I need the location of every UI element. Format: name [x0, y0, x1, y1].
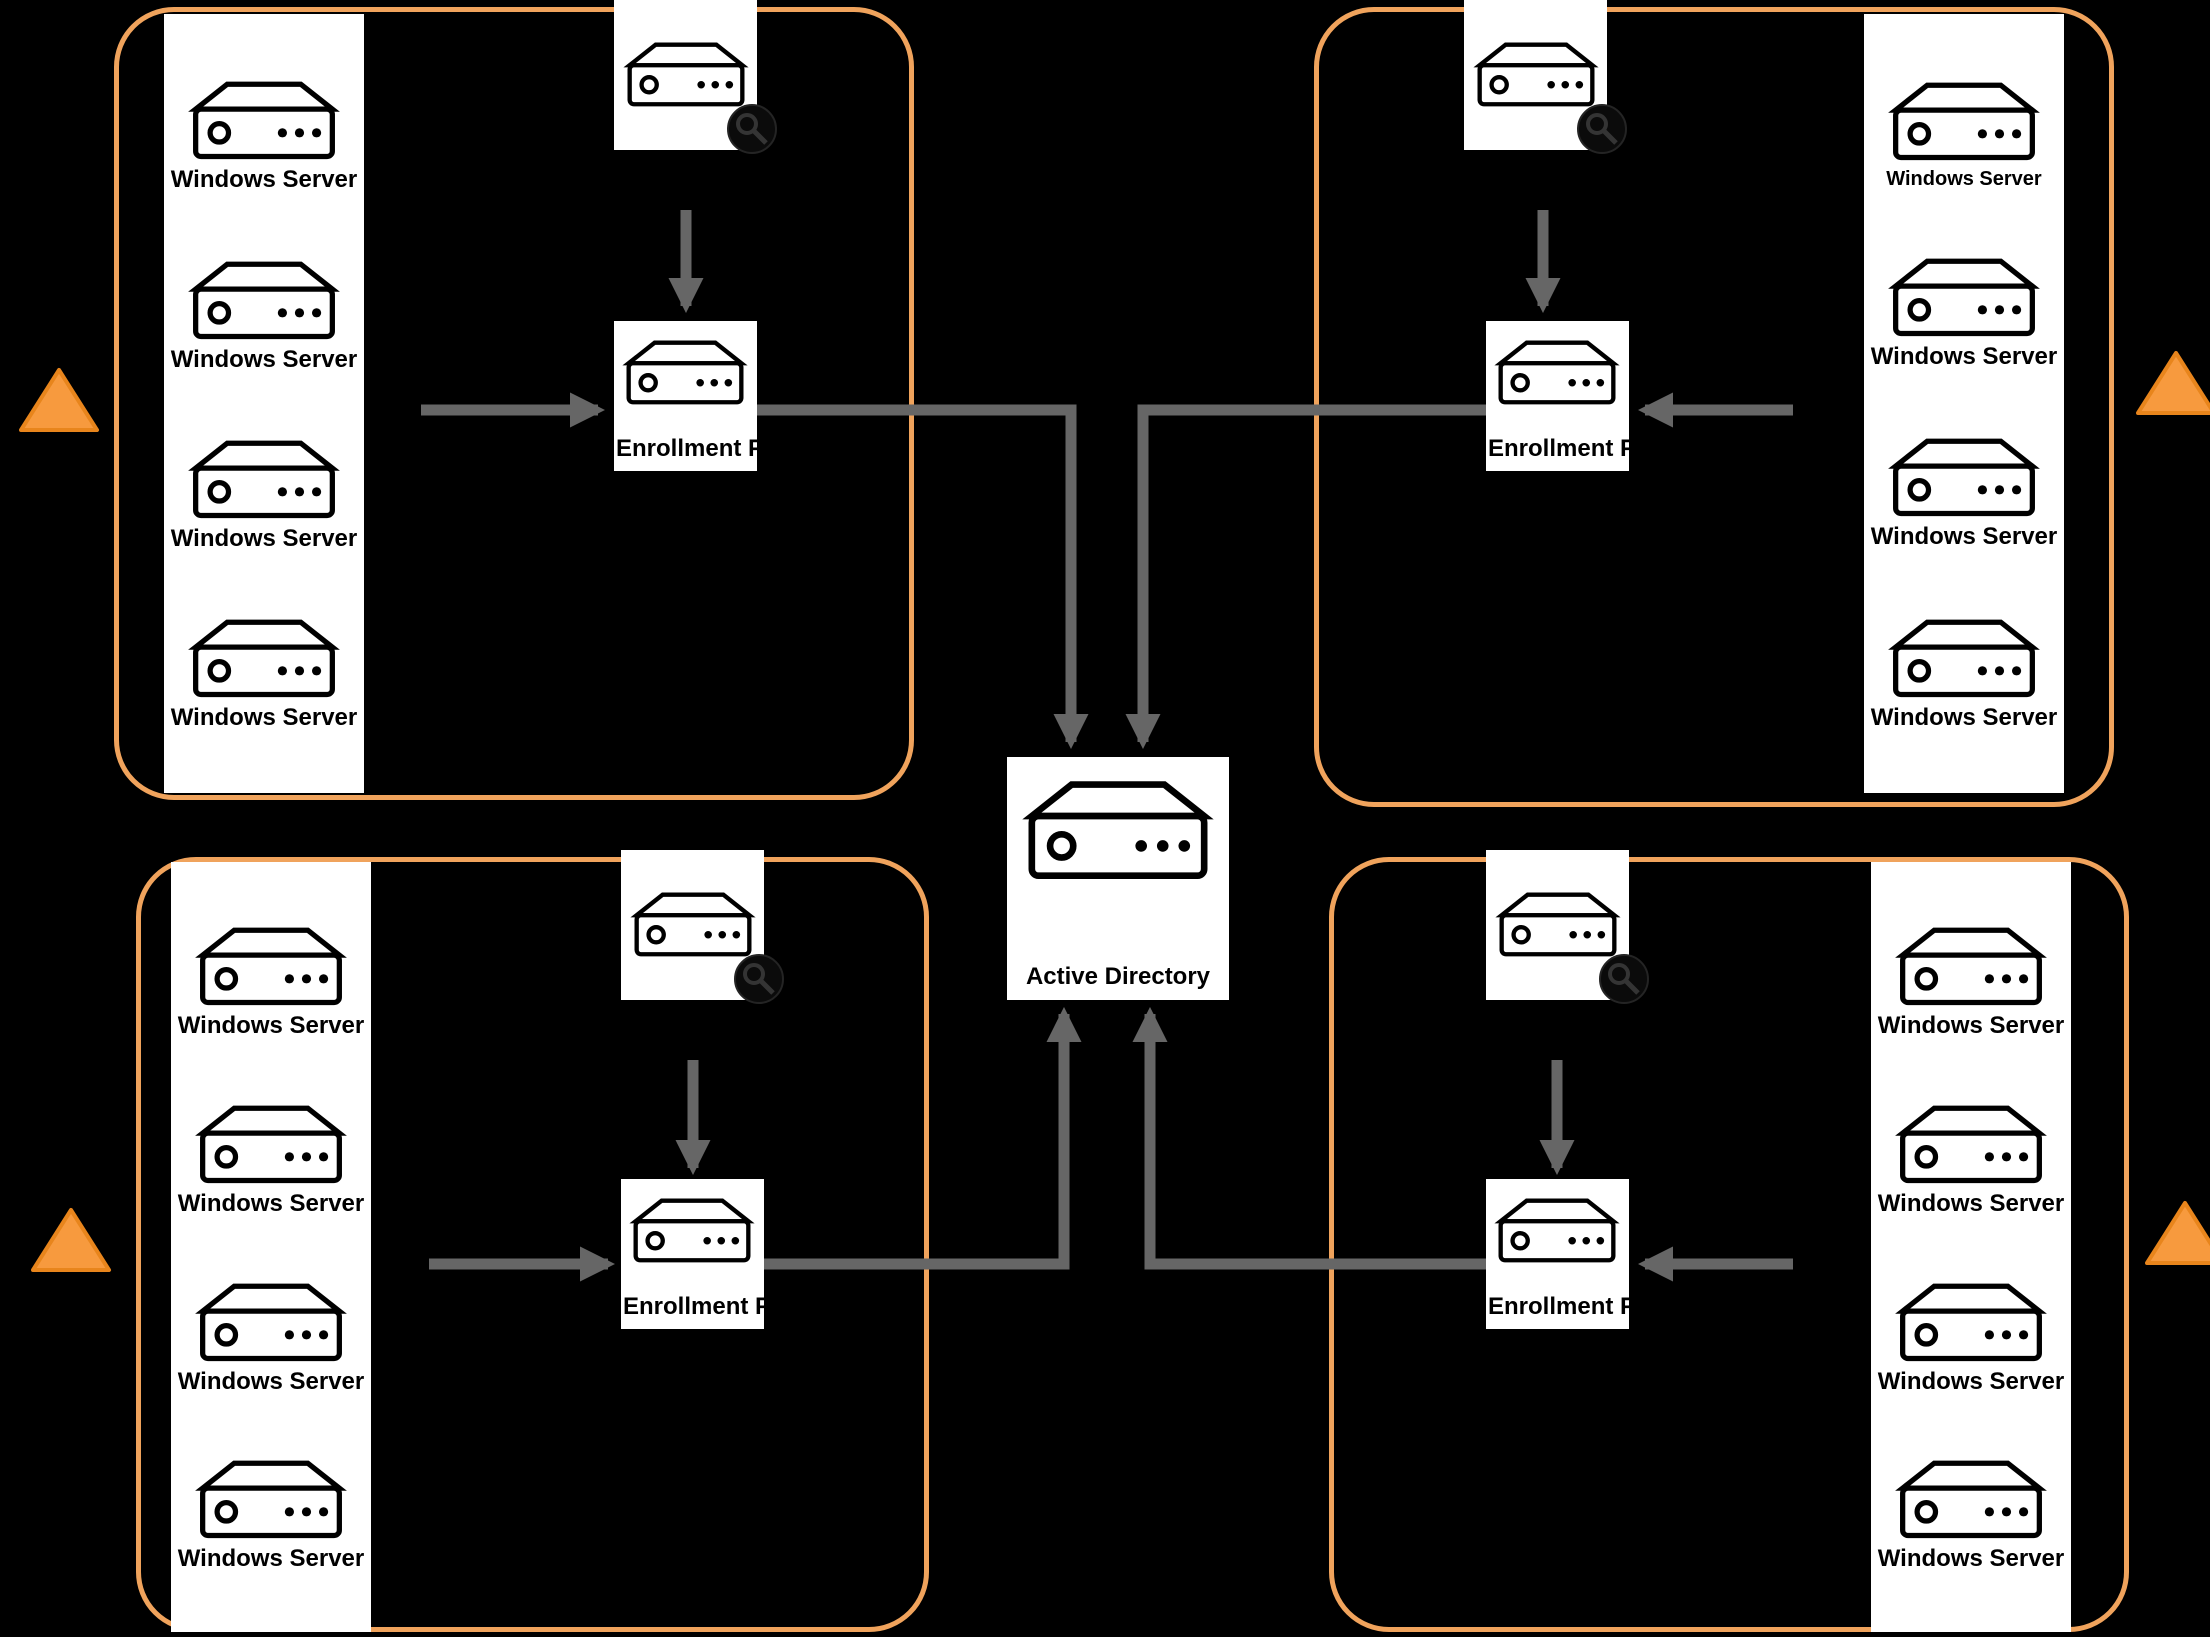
windows-server-label: Windows Server — [1870, 342, 2058, 370]
enrollment-point-label: Enrollment Point — [623, 1293, 815, 1320]
warning-triangle-icon — [31, 1208, 111, 1272]
windows-server-label: Windows Server — [170, 525, 358, 553]
windows-server-label: Windows Server — [177, 1012, 365, 1040]
server-icon — [1492, 1193, 1622, 1269]
server-node: Windows Server — [1870, 613, 2058, 731]
windows-server-label: Windows Server — [170, 345, 358, 373]
warning-triangle-icon — [2136, 351, 2210, 415]
enrollment-point-node: Enrollment Point — [621, 1179, 815, 1329]
active-directory-node: Active Directory — [1007, 757, 1229, 1000]
windows-server-label: Windows Server — [1877, 1189, 2065, 1217]
server-icon — [1891, 1099, 2051, 1191]
warning-triangle-icon — [2145, 1201, 2210, 1265]
enrollment-point-label: Enrollment Point — [616, 435, 808, 462]
windows-server-label: Windows Server — [1877, 1012, 2065, 1040]
server-with-badge-node — [1464, 0, 1607, 150]
server-with-badge-node — [614, 0, 757, 150]
enrollment-point-label: Enrollment Point — [1488, 435, 1680, 462]
server-icon — [1891, 1277, 2051, 1369]
server-node: Windows Server — [1870, 252, 2058, 370]
server-node: Windows Server — [1877, 921, 2065, 1040]
server-stack-bottom-right: Windows Server Windows Server Windows Se… — [1871, 862, 2071, 1632]
server-icon — [191, 1277, 351, 1369]
server-stack-top-left: Windows Server Windows Server Windows Se… — [164, 14, 364, 793]
server-icon — [191, 921, 351, 1013]
windows-server-label: Windows Server — [1870, 703, 2058, 731]
server-with-badge-node — [621, 850, 764, 1000]
server-node: Windows Server — [1870, 432, 2058, 551]
server-node: Windows Server — [177, 1277, 365, 1395]
server-node: Windows Server — [1877, 1099, 2065, 1217]
server-node: Windows Server — [1877, 1454, 2065, 1573]
server-icon — [1891, 1454, 2051, 1546]
windows-server-label: Windows Server — [1870, 523, 2058, 551]
server-icon — [627, 1193, 757, 1269]
server-icon — [184, 613, 344, 705]
enrollment-point-label: Enrollment Point — [1488, 1293, 1680, 1320]
windows-server-label: Windows Server — [177, 1545, 365, 1573]
windows-server-label: Windows Server — [170, 166, 358, 194]
server-icon — [1018, 773, 1218, 889]
server-icon — [620, 335, 750, 411]
server-node: Windows Server — [177, 1454, 365, 1573]
server-node: Windows Server — [177, 921, 365, 1040]
server-node: Windows Server — [170, 255, 358, 373]
server-icon — [1884, 252, 2044, 344]
server-node: Windows Server — [1884, 76, 2044, 190]
enrollment-point-node: Enrollment Point — [1486, 1179, 1680, 1329]
windows-server-label: Windows Server — [170, 704, 358, 732]
server-icon — [1891, 921, 2051, 1013]
server-stack-top-right: Windows Server Windows Server Windows Se… — [1864, 14, 2064, 793]
server-node: Windows Server — [170, 75, 358, 194]
seal-badge-icon — [1597, 952, 1651, 1006]
windows-server-label: Windows Server — [1886, 167, 2042, 190]
server-node: Windows Server — [177, 1099, 365, 1217]
warning-triangle-icon — [19, 368, 99, 432]
server-icon — [1884, 613, 2044, 705]
enrollment-point-node: Enrollment Point — [614, 321, 808, 471]
seal-badge-icon — [1575, 102, 1629, 156]
windows-server-label: Windows Server — [177, 1367, 365, 1395]
site-boundary-top-left — [114, 7, 914, 800]
server-node: Windows Server — [1877, 1277, 2065, 1395]
enrollment-point-node: Enrollment Point — [1486, 321, 1680, 471]
server-stack-bottom-left: Windows Server Windows Server Windows Se… — [171, 862, 371, 1632]
server-icon — [191, 1454, 351, 1546]
server-icon — [184, 434, 344, 526]
server-icon — [184, 75, 344, 167]
server-icon — [1492, 335, 1622, 411]
server-icon — [191, 1099, 351, 1191]
server-icon — [1884, 76, 2044, 168]
seal-badge-icon — [732, 952, 786, 1006]
windows-server-label: Windows Server — [177, 1189, 365, 1217]
server-icon — [184, 255, 344, 347]
server-with-badge-node — [1486, 850, 1629, 1000]
server-node: Windows Server — [170, 434, 358, 553]
seal-badge-icon — [725, 102, 779, 156]
server-node: Windows Server — [170, 613, 358, 732]
server-icon — [1884, 432, 2044, 524]
windows-server-label: Windows Server — [1877, 1367, 2065, 1395]
windows-server-label: Windows Server — [1877, 1545, 2065, 1573]
active-directory-label: Active Directory — [1025, 962, 1211, 990]
